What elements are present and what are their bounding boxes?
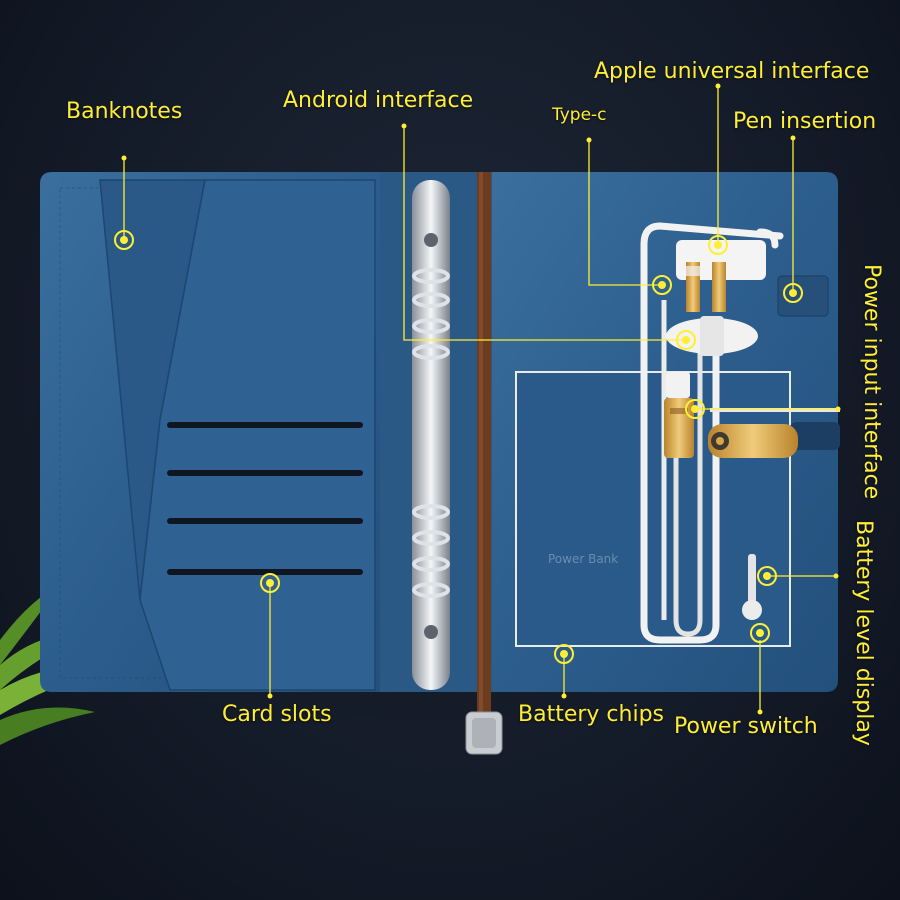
label-power-input-interface: Power input interface — [859, 264, 884, 500]
marker-battery-chips — [554, 644, 574, 664]
power-bank-title: Power Bank — [548, 552, 619, 566]
elastic-strap — [465, 172, 503, 755]
card-slot-lines — [167, 422, 363, 575]
label-apple-universal-interface: Apple universal interface — [594, 59, 870, 84]
binder-rings — [412, 180, 450, 690]
label-power-switch: Power switch — [674, 714, 818, 739]
power-bank-print: Power Bank — [548, 552, 618, 566]
label-dots — [121, 83, 841, 715]
label-pen-insertion: Pen insertion — [733, 109, 877, 134]
pen-loop — [777, 275, 829, 317]
label-battery-level-display: Battery level display — [851, 520, 876, 746]
power-bank-outline — [515, 371, 791, 647]
marker-apple — [708, 235, 728, 255]
charging-cables — [640, 222, 840, 644]
label-card-slots: Card slots — [222, 702, 332, 727]
marker-pen-insertion — [783, 283, 803, 303]
marker-card-slots — [260, 573, 280, 593]
marker-banknotes — [114, 230, 134, 250]
card-pocket — [139, 179, 376, 691]
marker-android — [676, 330, 696, 350]
marker-power-switch — [750, 623, 770, 643]
marker-power-input — [685, 399, 705, 419]
callout-markers — [114, 230, 803, 664]
callout-lines — [123, 88, 838, 710]
label-battery-chips: Battery chips — [518, 702, 664, 727]
label-type-c: Type-c — [552, 105, 607, 125]
marker-type-c — [652, 275, 672, 295]
label-android-interface: Android interface — [283, 88, 474, 113]
marker-battery-level — [757, 566, 777, 586]
label-banknotes: Banknotes — [66, 99, 183, 124]
